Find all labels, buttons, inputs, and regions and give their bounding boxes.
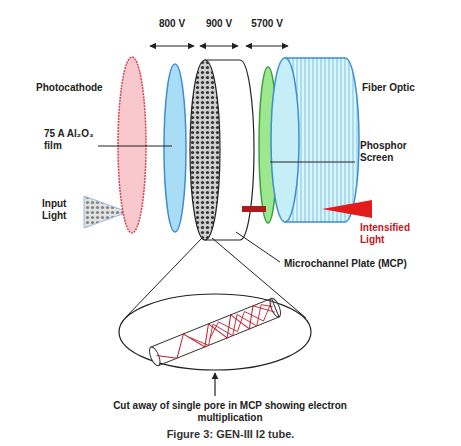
cutaway-ellipse [119,294,311,370]
photocathode-disk [118,57,146,233]
electron-beam-bar [242,206,266,212]
part-label: Input Light [42,198,82,222]
figure-caption: Figure 3: GEN-III I2 tube. [0,428,461,440]
voltage-label: 800 V [147,18,197,30]
voltage-label: 900 V [196,18,242,30]
mcp-face [190,60,220,240]
part-label: Photocathode [36,82,116,94]
voltage-arrows [150,45,288,46]
fiber-optic-face [271,58,299,222]
pore-tube [147,297,282,367]
voltage-label: 5700 V [242,18,292,30]
film-disk [164,64,186,232]
part-label: 75 A Al₂O₃ film [44,128,96,152]
part-label: Phosphor Screen [360,140,420,164]
pointer-arrow [214,373,215,396]
electron-paths [153,299,277,365]
intensified-light-cone [322,200,372,218]
part-label: Microchannel Plate (MCP) [284,258,444,270]
leader-lines [98,146,355,318]
part-label: Fiber Optic [362,82,442,94]
part-label: Intensified Light [360,222,420,246]
callout-note: Cut away of single pore in MCP showing e… [95,400,365,424]
